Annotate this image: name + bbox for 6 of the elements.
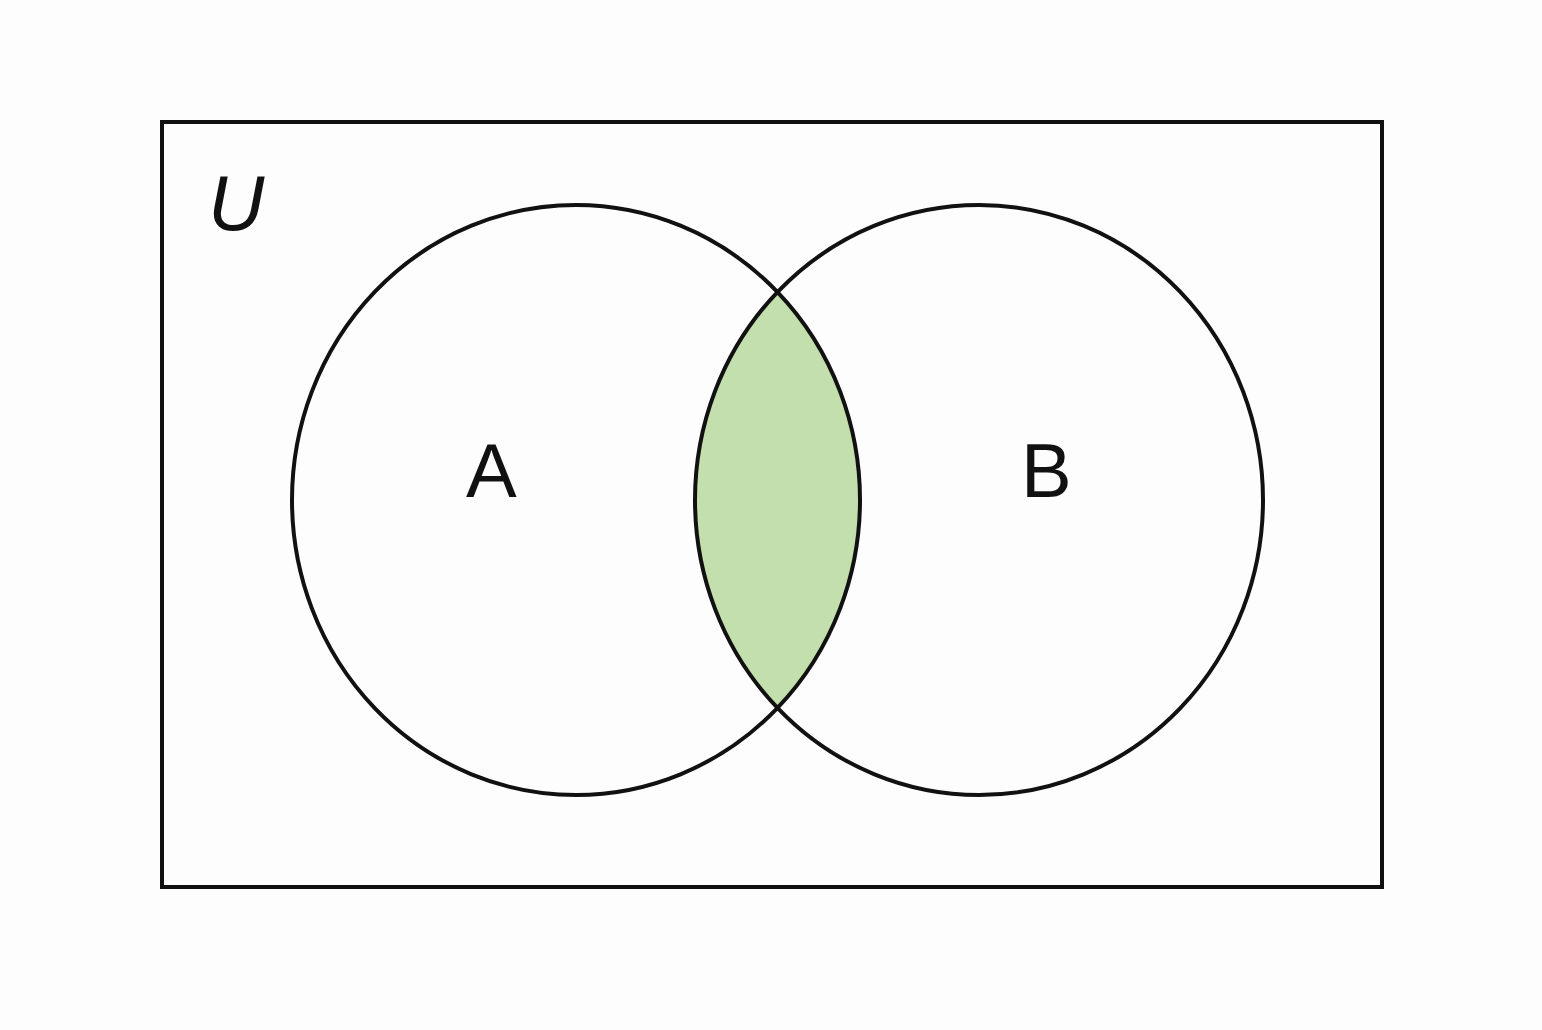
set-label: U <box>208 164 265 242</box>
set-label: A <box>466 433 517 509</box>
set-rectangle <box>160 120 1384 889</box>
set-label: B <box>1021 433 1072 509</box>
set-circle <box>290 203 862 797</box>
set-circle <box>693 203 1265 797</box>
